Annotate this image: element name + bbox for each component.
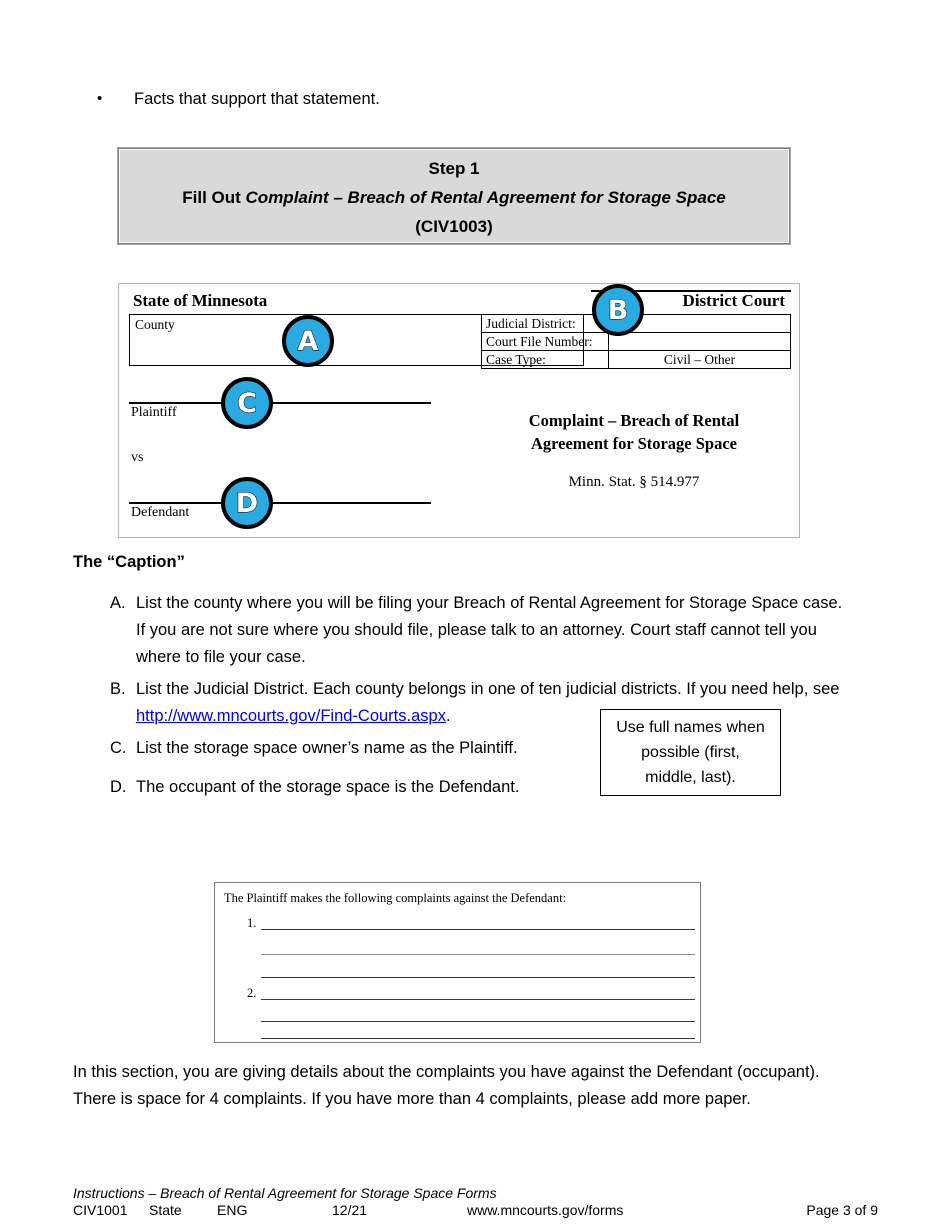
footer-url: www.mncourts.gov/forms <box>467 1202 624 1218</box>
instruction-text-c: List the storage space owner’s name as t… <box>136 739 518 757</box>
defendant-signature-line <box>129 502 431 504</box>
callout-marker-a-letter: A <box>297 325 319 357</box>
instruction-marker-c: C. <box>110 739 127 757</box>
judicial-district-label: Judicial District: <box>481 314 609 333</box>
callout-line-2: possible (first, <box>641 744 740 761</box>
court-file-number-label: Court File Number: <box>481 332 609 351</box>
find-courts-link[interactable]: http://www.mncourts.gov/Find-Courts.aspx <box>136 707 446 725</box>
complaint-blank-line <box>261 929 695 931</box>
complaint-blank-line <box>261 1021 695 1023</box>
form-title: Complaint – Breach of Rental Agreement f… <box>474 409 794 455</box>
callout-marker-d-icon: D <box>221 477 273 529</box>
footer-form-code: CIV1001 <box>73 1202 128 1218</box>
instruction-text-b-before: List the Judicial District. Each county … <box>136 680 840 698</box>
bullet-list-item: • Facts that support that statement. <box>97 88 857 110</box>
callout-line-1: Use full names when <box>616 719 765 736</box>
case-type-label: Case Type: <box>481 350 609 369</box>
bullet-dot-icon: • <box>97 90 103 107</box>
step-1-subtitle: Fill Out Complaint – Breach of Rental Ag… <box>182 183 725 212</box>
callout-line-3: middle, last). <box>645 769 736 786</box>
complaints-heading: The Plaintiff makes the following compla… <box>224 891 567 905</box>
case-info-table: Judicial District: Court File Number: Ca… <box>481 314 791 369</box>
instruction-text-d: The occupant of the storage space is the… <box>136 778 520 796</box>
instruction-text-b: List the Judicial District. Each county … <box>136 676 855 730</box>
callout-marker-c-letter: C <box>237 387 258 419</box>
instruction-text-b-after: . <box>445 707 451 725</box>
footer-scope: State <box>149 1202 182 1218</box>
vs-label: vs <box>131 450 144 465</box>
table-row: Court File Number: <box>481 332 791 351</box>
complaint-number-2: 2. <box>247 986 257 1000</box>
complaint-blank-line <box>261 977 695 979</box>
full-names-callout-box: Use full names when possible (first, mid… <box>600 709 781 796</box>
complaint-number-1: 1. <box>247 916 257 930</box>
defendant-label: Defendant <box>131 505 190 520</box>
footer-language: ENG <box>217 1202 248 1218</box>
form-title-line-1: Complaint – Breach of Rental <box>528 411 740 430</box>
instruction-item-b: B. List the Judicial District. Each coun… <box>110 676 855 730</box>
form-title-line-2: Agreement for Storage Space <box>530 434 738 453</box>
table-row: Judicial District: <box>481 314 791 333</box>
closing-paragraph: In this section, you are giving details … <box>73 1063 820 1108</box>
case-type-value: Civil – Other <box>608 350 791 369</box>
callout-marker-d-letter: D <box>235 487 259 519</box>
instruction-item-d: D. The occupant of the storage space is … <box>110 774 670 801</box>
step-1-banner: Step 1 Fill Out Complaint – Breach of Re… <box>118 148 790 244</box>
footer-meta-row: CIV1001 State ENG 12/21 www.mncourts.gov… <box>73 1202 878 1218</box>
instruction-marker-b: B. <box>110 680 126 698</box>
complaint-blank-line <box>261 999 695 1001</box>
step-1-form-name: Complaint – Breach of Rental Agreement f… <box>245 187 726 207</box>
county-label: County <box>135 317 175 332</box>
form-caption-screenshot: State of Minnesota District Court County… <box>118 283 800 538</box>
complaints-form-screenshot: The Plaintiff makes the following compla… <box>214 882 701 1043</box>
district-court-heading: District Court <box>682 291 785 310</box>
callout-marker-b-icon: B <box>592 284 644 336</box>
court-file-number-value <box>608 332 791 351</box>
instruction-item-c: C. List the storage space owner’s name a… <box>110 735 670 762</box>
caption-section-heading: The “Caption” <box>73 553 185 571</box>
step-1-title: Step 1 <box>428 158 480 178</box>
plaintiff-signature-line <box>129 402 431 404</box>
statute-citation: Minn. Stat. § 514.977 <box>568 474 700 490</box>
complaint-blank-line <box>261 1038 695 1040</box>
table-row: Case Type: Civil – Other <box>481 350 791 369</box>
bullet-item-text: Facts that support that statement. <box>134 90 380 108</box>
state-heading: State of Minnesota <box>133 291 268 310</box>
complaint-blank-line <box>261 954 695 956</box>
footer-page-number: Page 3 of 9 <box>806 1202 878 1218</box>
callout-marker-c-icon: C <box>221 377 273 429</box>
caption-top-rule-right <box>591 290 791 292</box>
instruction-marker-a: A. <box>110 594 126 612</box>
footer-revision-date: 12/21 <box>332 1202 368 1218</box>
instruction-item-a: A. List the county where you will be fil… <box>110 590 855 671</box>
instruction-marker-d: D. <box>110 778 127 796</box>
plaintiff-label: Plaintiff <box>131 405 177 420</box>
callout-marker-b-letter: B <box>607 294 629 326</box>
callout-marker-a-icon: A <box>282 315 334 367</box>
step-1-subtitle-prefix: Fill Out <box>182 187 246 207</box>
instruction-text-a: List the county where you will be filing… <box>136 594 843 666</box>
step-1-form-code: (CIV1003) <box>415 216 493 236</box>
footer-document-title: Instructions – Breach of Rental Agreemen… <box>73 1185 497 1201</box>
